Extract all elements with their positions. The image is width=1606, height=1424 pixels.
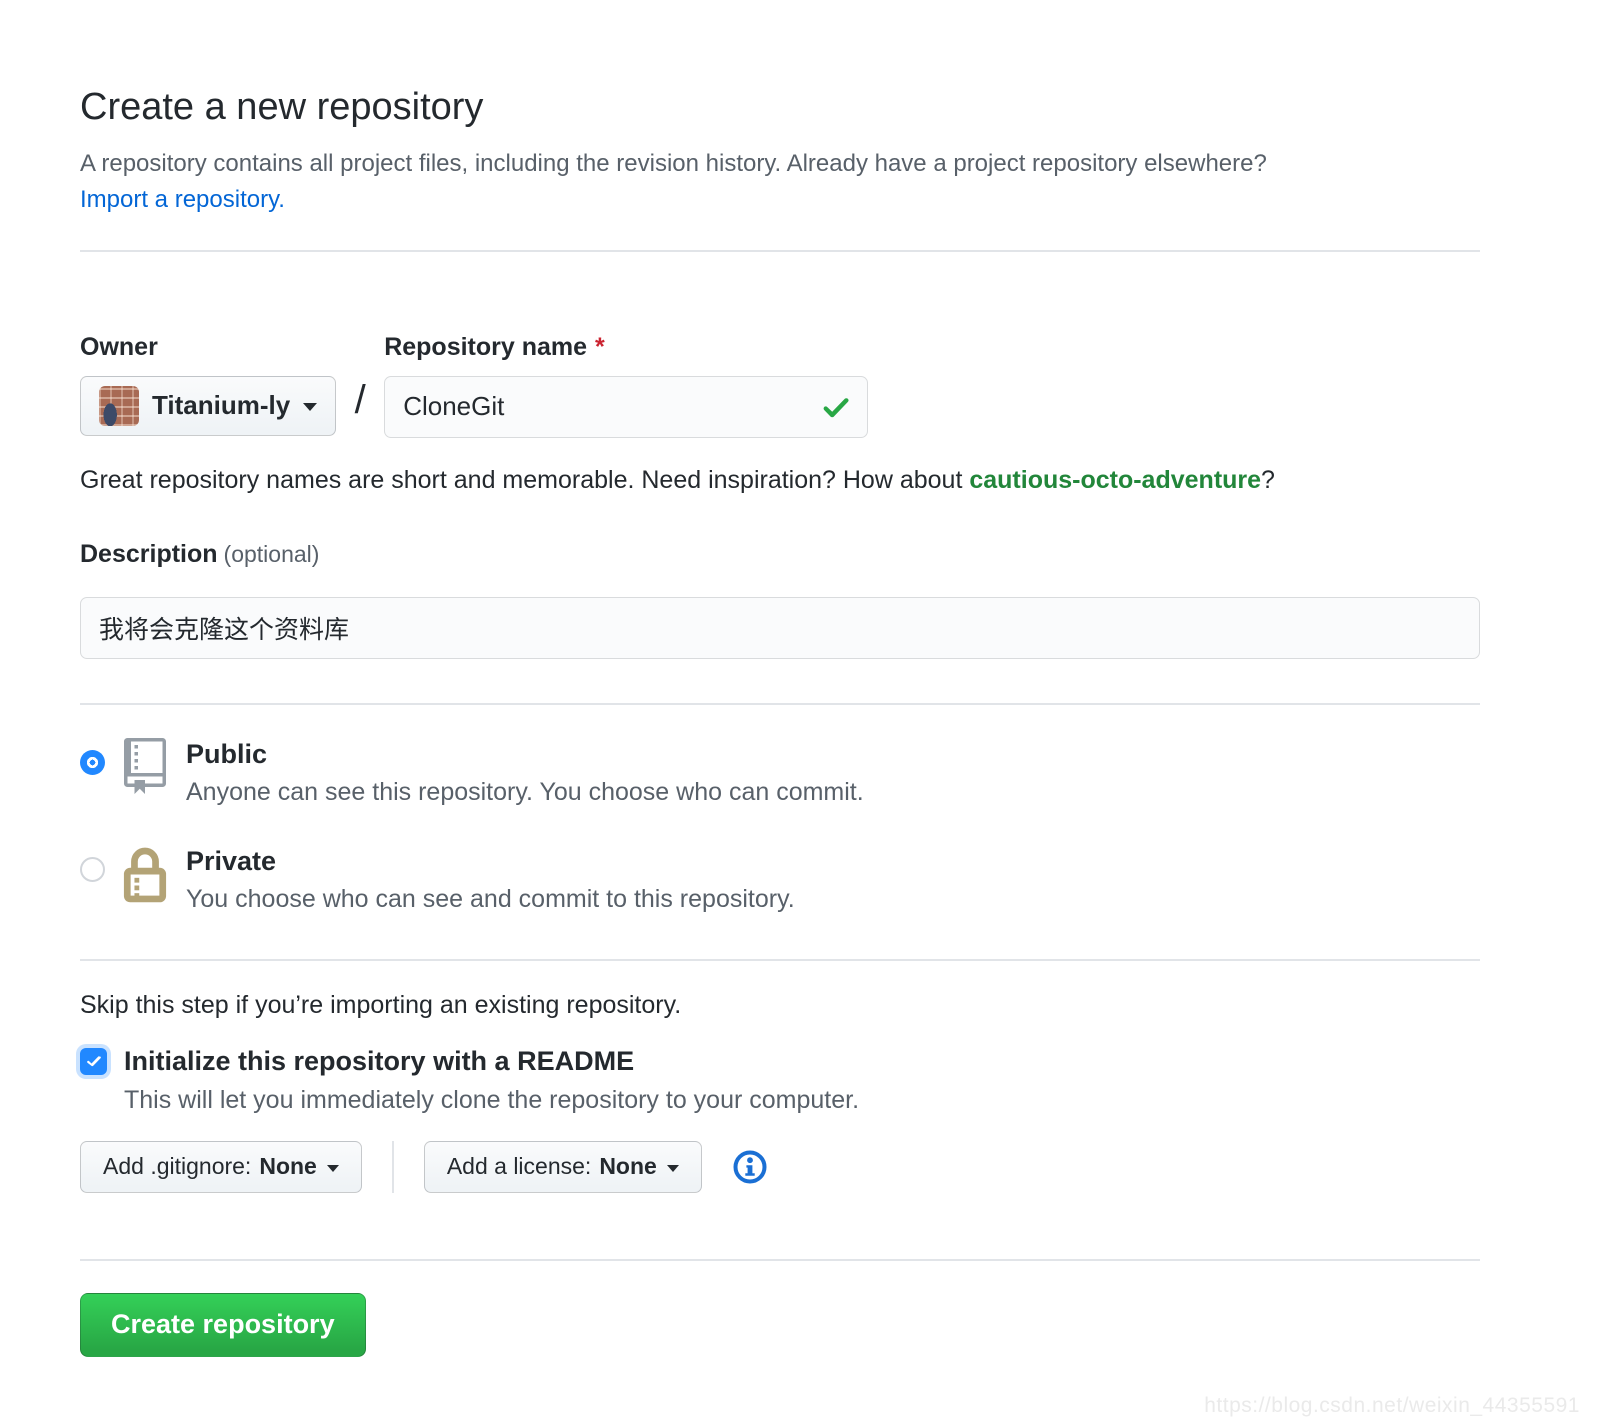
- public-description: Anyone can see this repository. You choo…: [186, 777, 864, 806]
- repo-name-label: Repository name: [384, 332, 588, 361]
- public-radio[interactable]: [80, 749, 105, 775]
- repo-book-icon: [120, 737, 170, 794]
- create-repository-page: Create a new repository A repository con…: [80, 0, 1480, 1357]
- visibility-option-private: Private You choose who can see and commi…: [80, 844, 1480, 915]
- chevron-down-icon: [303, 403, 318, 412]
- valid-check-icon: [823, 397, 849, 417]
- public-label: Public: [186, 738, 268, 769]
- suggested-repo-name-link[interactable]: cautious-octo-adventure: [969, 465, 1262, 494]
- addons-row: Add .gitignore: None Add a license: None: [80, 1140, 1480, 1193]
- readme-description: This will let you immediately clone the …: [124, 1085, 860, 1114]
- private-label: Private: [186, 845, 277, 876]
- check-icon: [86, 1056, 101, 1067]
- page-title: Create a new repository: [80, 86, 484, 128]
- skip-step-note: Skip this step if you’re importing an ex…: [80, 990, 682, 1019]
- watermark: https://blog.csdn.net/weixin_44355591: [1204, 1394, 1580, 1417]
- description-optional-label: (optional): [223, 540, 320, 567]
- vertical-divider: [391, 1140, 394, 1193]
- description-label: Description: [80, 539, 218, 568]
- gitignore-prefix: Add .gitignore:: [103, 1153, 252, 1180]
- add-license-button[interactable]: Add a license: None: [423, 1140, 702, 1193]
- repo-name-hint: Great repository names are short and mem…: [80, 466, 1480, 495]
- owner-name: Titanium-ly: [152, 390, 291, 421]
- readme-label: Initialize this repository with a README: [124, 1045, 635, 1076]
- license-value: None: [599, 1153, 657, 1180]
- owner-repo-row: Owner Titanium-ly / Repository name*: [80, 332, 1480, 438]
- chevron-down-icon: [666, 1164, 679, 1172]
- private-radio[interactable]: [80, 856, 105, 882]
- owner-avatar: [99, 385, 139, 426]
- owner-label: Owner: [80, 332, 158, 361]
- hint-prefix: Great repository names are short and mem…: [80, 465, 970, 494]
- description-input[interactable]: [80, 596, 1480, 659]
- repo-name-column: Repository name*: [384, 332, 869, 438]
- owner-repo-separator: /: [354, 377, 366, 422]
- gitignore-value: None: [259, 1153, 317, 1180]
- chevron-down-icon: [326, 1164, 339, 1172]
- description-label-row: Description(optional): [80, 539, 1480, 569]
- import-repository-link[interactable]: Import a repository.: [80, 185, 285, 213]
- repo-name-input-wrap: [384, 375, 869, 438]
- repository-name-input[interactable]: [384, 375, 869, 438]
- public-option-text: Public Anyone can see this repository. Y…: [186, 737, 864, 808]
- create-repository-button[interactable]: Create repository: [80, 1292, 366, 1357]
- readme-checkbox[interactable]: [80, 1047, 107, 1075]
- visibility-option-public: Public Anyone can see this repository. Y…: [80, 737, 1480, 808]
- section-divider: [80, 1258, 1480, 1261]
- lock-icon: [120, 845, 170, 903]
- add-gitignore-button[interactable]: Add .gitignore: None: [80, 1140, 362, 1193]
- owner-select-button[interactable]: Titanium-ly: [80, 375, 337, 436]
- page-subtitle: A repository contains all project files,…: [80, 149, 1267, 177]
- section-divider: [80, 249, 1480, 252]
- private-description: You choose who can see and commit to thi…: [186, 884, 795, 913]
- info-circle-icon: [733, 1150, 767, 1184]
- repo-name-label-row: Repository name*: [384, 332, 868, 362]
- required-asterisk: *: [595, 332, 605, 361]
- license-prefix: Add a license:: [446, 1153, 592, 1180]
- hint-suffix: ?: [1261, 465, 1275, 494]
- private-option-text: Private You choose who can see and commi…: [186, 844, 795, 915]
- description-block: Description(optional): [80, 539, 1480, 659]
- owner-column: Owner Titanium-ly: [80, 332, 337, 436]
- section-divider: [80, 958, 1480, 961]
- readme-checkbox-row: Initialize this repository with a README: [80, 1046, 1480, 1077]
- license-info-button[interactable]: [732, 1149, 768, 1185]
- section-divider: [80, 702, 1480, 705]
